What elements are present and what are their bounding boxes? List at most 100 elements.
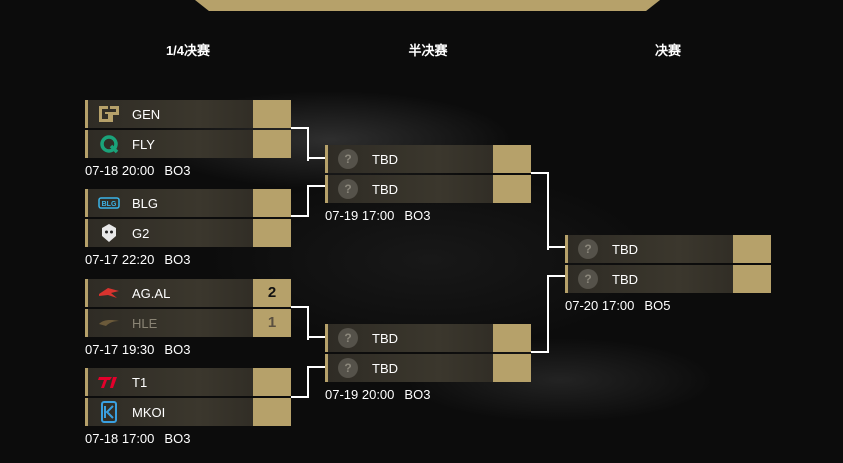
bracket-connector [291,306,309,340]
round-title-semifinal: 半决赛 [408,43,448,58]
match-info: 07-20 17:00 BO5 [565,298,771,313]
match-format: BO3 [164,431,191,446]
team-score [253,130,291,158]
t1-logo-icon [98,372,120,392]
match-info: 07-17 22:20 BO3 [85,252,291,267]
agal-logo-icon [98,283,120,303]
match-format: BO5 [644,298,671,313]
round-title-final: 决赛 [654,43,681,58]
svg-text:BLG: BLG [102,201,117,208]
team-score [493,324,531,352]
hle-logo-icon [98,313,120,333]
bracket-connector [291,366,309,398]
match-format: BO3 [404,208,431,223]
team-name: MKOI [132,405,166,420]
match-format: BO3 [164,342,191,357]
team-name: TBD [372,331,398,346]
match-date: 07-18 20:00 [85,163,155,178]
blg-logo-icon: BLG [98,193,120,213]
bracket-connector [291,185,309,217]
team-score: 1 [253,309,291,337]
team-row[interactable]: ? TBD [325,175,531,203]
match-info: 07-19 20:00 BO3 [325,387,531,402]
team-name: TBD [612,242,638,257]
match-format: BO3 [164,163,191,178]
match-date: 07-19 17:00 [325,208,395,223]
semifinal-match-1[interactable]: ? TBD ? TBD 07-19 17:00 BO3 [325,145,531,223]
bracket-connector [291,127,309,161]
final-match[interactable]: ? TBD ? TBD 07-20 17:00 BO5 [565,235,771,313]
team-row[interactable]: T1 [85,368,291,396]
team-name: AG.AL [132,286,171,301]
team-score [253,219,291,247]
team-name: TBD [612,272,638,287]
match-date: 07-17 19:30 [85,342,155,357]
bracket-connector [307,185,325,187]
team-row[interactable]: GEN [85,100,291,128]
team-name: G2 [132,226,150,241]
match-info: 07-18 20:00 BO3 [85,163,291,178]
quarterfinal-match-1[interactable]: GEN FLY 07-18 20:00 BO3 [85,100,291,178]
match-info: 07-17 19:30 BO3 [85,342,291,357]
match-info: 07-18 17:00 BO3 [85,431,291,446]
question-icon: ? [338,328,358,348]
bracket-connector [307,157,325,159]
team-row[interactable]: G2 [85,219,291,247]
team-name: TBD [372,182,398,197]
team-score [493,145,531,173]
bracket-connector [531,275,549,353]
team-row[interactable]: AG.AL 2 [85,279,291,307]
match-format: BO3 [404,387,431,402]
question-icon: ? [338,358,358,378]
team-score [493,354,531,382]
match-info: 07-19 17:00 BO3 [325,208,531,223]
question-icon: ? [578,269,598,289]
team-score [733,235,771,263]
team-row[interactable]: HLE 1 [85,309,291,337]
match-date: 07-18 17:00 [85,431,155,446]
team-name: GEN [132,107,161,122]
gen-logo-icon [98,104,120,124]
match-date: 07-17 22:20 [85,252,155,267]
round-title-quarterfinal: 1/4决赛 [165,43,211,58]
team-row[interactable]: ? TBD [565,265,771,293]
team-score [253,368,291,396]
match-date: 07-19 20:00 [325,387,395,402]
team-name: TBD [372,152,398,167]
team-score [253,398,291,426]
team-name: TBD [372,361,398,376]
team-row[interactable]: FLY [85,130,291,158]
team-score [253,189,291,217]
team-row[interactable]: ? TBD [565,235,771,263]
bracket-connector [307,336,325,338]
question-icon: ? [338,149,358,169]
team-name: BLG [132,196,159,211]
fly-logo-icon [98,134,120,154]
top-gold-bar [195,0,660,11]
team-score [733,265,771,293]
team-score [253,100,291,128]
team-row[interactable]: MKOI [85,398,291,426]
bracket-connector [531,172,549,250]
match-format: BO3 [164,252,191,267]
quarterfinal-match-3[interactable]: AG.AL 2 HLE 1 07-17 19:30 BO3 [85,279,291,357]
match-date: 07-20 17:00 [565,298,635,313]
question-icon: ? [578,239,598,259]
quarterfinal-match-4[interactable]: T1 MKOI 07-18 17:00 BO3 [85,368,291,446]
team-name: FLY [132,137,155,152]
team-score [493,175,531,203]
bracket-connector [547,246,565,248]
g2-logo-icon [98,223,120,243]
bracket-connector [547,275,565,277]
quarterfinal-match-2[interactable]: BLG BLG G2 07-17 22:20 BO3 [85,189,291,267]
mkoi-logo-icon [98,401,120,423]
team-name: T1 [132,375,148,390]
bracket-connector [307,366,325,368]
team-row[interactable]: ? TBD [325,354,531,382]
team-row[interactable]: ? TBD [325,145,531,173]
team-row[interactable]: BLG BLG [85,189,291,217]
team-row[interactable]: ? TBD [325,324,531,352]
question-icon: ? [338,179,358,199]
semifinal-match-2[interactable]: ? TBD ? TBD 07-19 20:00 BO3 [325,324,531,402]
team-score: 2 [253,279,291,307]
